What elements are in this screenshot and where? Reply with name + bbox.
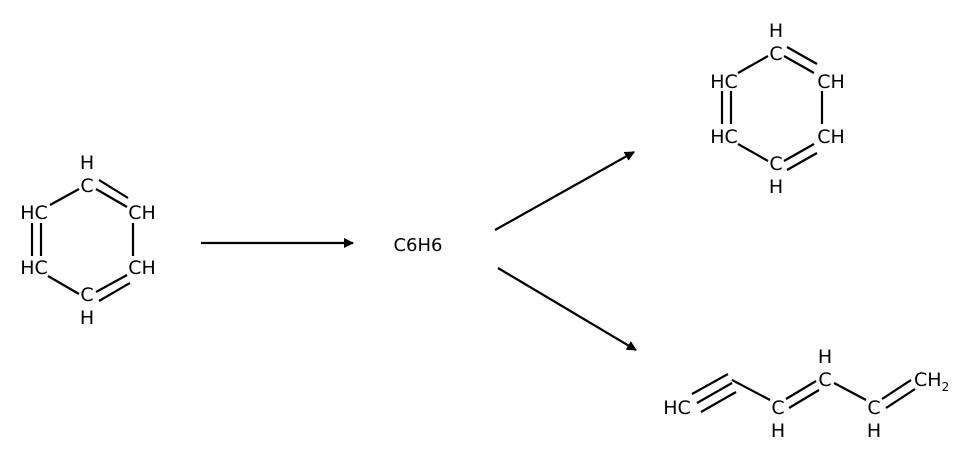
reactant-atom-ch-lower-right: CH — [128, 257, 156, 279]
branch-arrow-bottom — [497, 267, 637, 351]
reactant-atom-c-bottom: C — [80, 284, 93, 306]
product-bottom-atom-h-c3: H — [771, 420, 785, 442]
reactant-bonds — [30, 179, 135, 302]
product-bottom-atom-h-c5: H — [867, 420, 881, 442]
product-bottom-atom-h-c4: H — [818, 346, 832, 368]
product-top-atom-ch-lower-right: CH — [817, 126, 845, 148]
product-bottom-atom-ch2: CH2 — [914, 369, 949, 394]
product-bottom-atom-ch2-subscript: 2 — [942, 380, 950, 394]
reactant-atom-c-top: C — [80, 175, 93, 197]
product-bottom-atom-hc-terminal: HC — [663, 397, 691, 419]
product-top-atom-hc-upper-left: HC — [710, 71, 738, 93]
reactant-atom-hc-lower-left: HC — [20, 257, 48, 279]
reactant-atom-hc-upper-left: HC — [20, 202, 48, 224]
product-bottom-atom-ch2-label: CH — [914, 369, 942, 391]
product-top-molecule: H C HC CH HC CH C H — [710, 20, 845, 198]
product-top-atom-c-top: C — [769, 43, 782, 65]
product-top-bonds — [720, 46, 824, 171]
reactant-atom-h-top: H — [80, 152, 94, 174]
reactant-atom-ch-upper-right: CH — [128, 202, 156, 224]
branch-arrow-top — [494, 151, 635, 231]
product-bottom-molecule: HC H C C H C H CH2 — [663, 346, 949, 442]
product-top-atom-h-top: H — [769, 20, 783, 42]
product-bottom-atom-c5: C — [867, 397, 880, 419]
product-bottom-atom-c4: C — [818, 369, 831, 391]
reactant-atom-h-bottom: H — [80, 307, 94, 329]
reactant-molecule: H C HC CH HC CH C H — [20, 152, 156, 329]
product-bottom-bonds — [691, 373, 916, 413]
product-top-atom-h-bottom: H — [769, 176, 783, 198]
product-top-atom-ch-upper-right: CH — [817, 71, 845, 93]
product-top-atom-hc-lower-left: HC — [710, 126, 738, 148]
product-bottom-atom-c3: C — [771, 397, 784, 419]
intermediate-formula: C6H6 — [393, 235, 442, 256]
product-top-atom-c-bottom: C — [769, 153, 782, 175]
